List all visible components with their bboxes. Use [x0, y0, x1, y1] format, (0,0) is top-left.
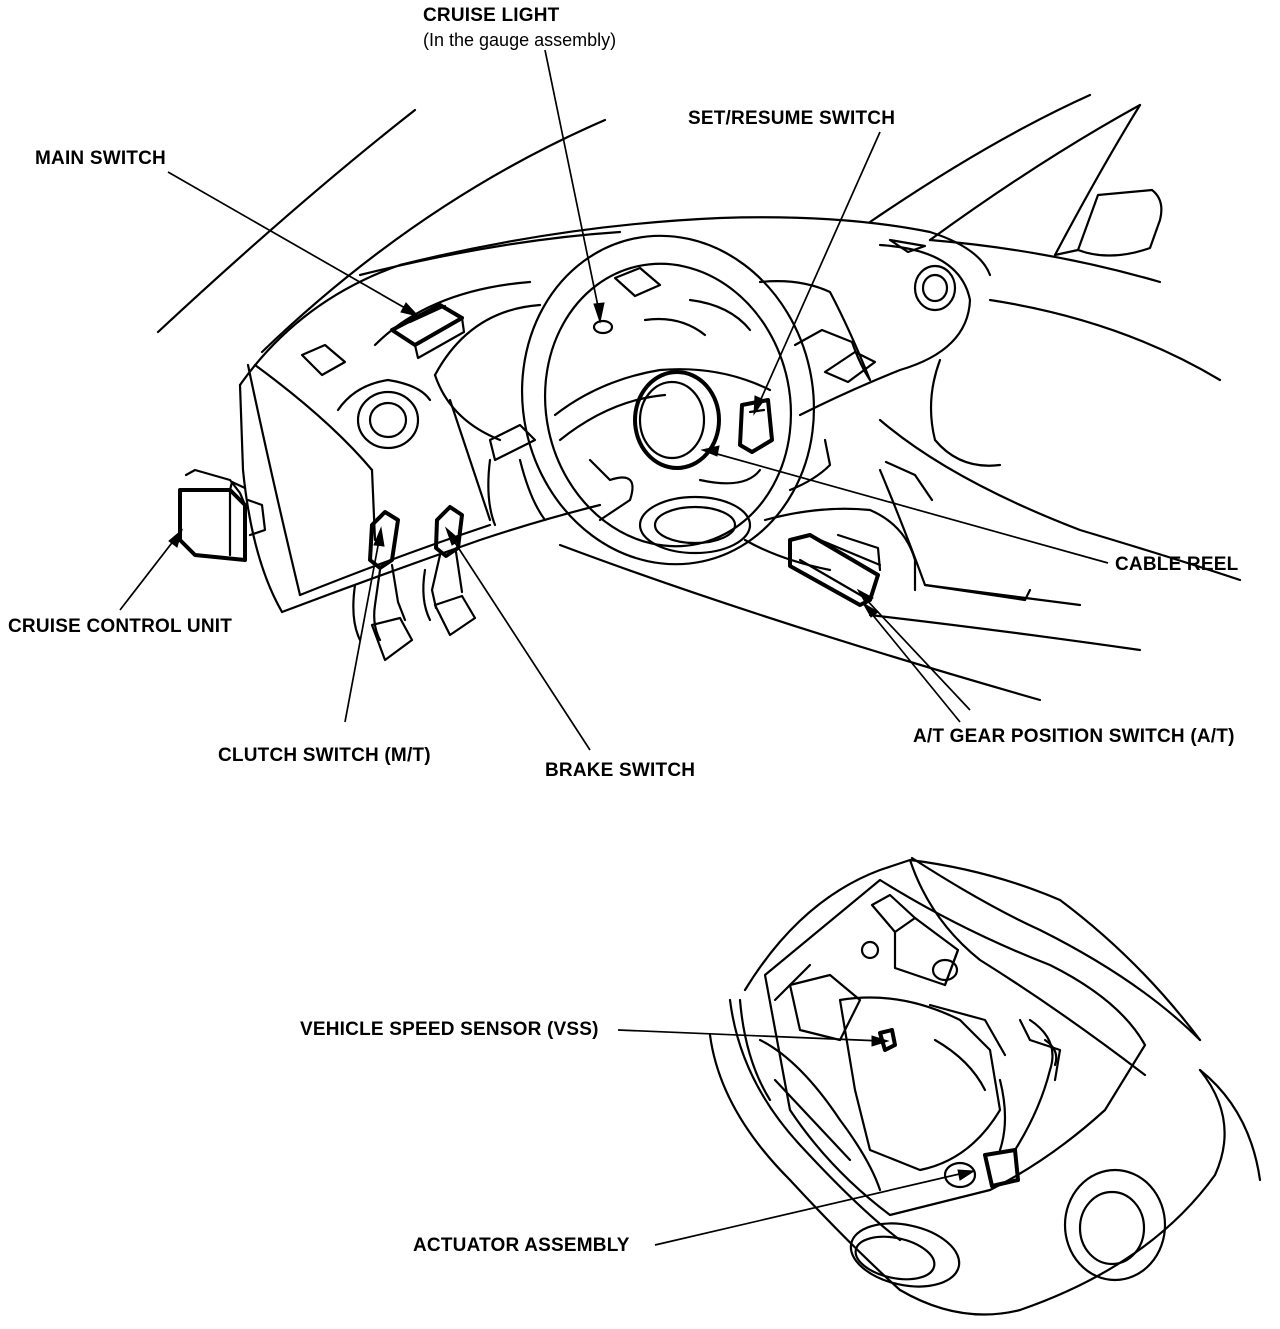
cable-reel-label: CABLE REEL	[1115, 554, 1239, 575]
leader-lines	[119, 49, 1109, 1246]
vehicle-speed-sensor-label: VEHICLE SPEED SENSOR (VSS)	[300, 1019, 599, 1040]
cruise-control-unit-label: CRUISE CONTROL UNIT	[8, 616, 233, 637]
brake-switch-label: BRAKE SWITCH	[545, 760, 696, 781]
dashboard-illustration	[156, 93, 1242, 702]
set-resume-switch-label: SET/RESUME SWITCH	[688, 108, 896, 129]
clutch-switch-label: CLUTCH SWITCH (M/T)	[218, 745, 431, 766]
engine-bay-illustration	[708, 856, 1262, 1316]
actuator-assembly-label: ACTUATOR ASSEMBLY	[413, 1235, 630, 1256]
cruise-light-label: CRUISE LIGHT	[423, 5, 560, 26]
cruise-light-note: (In the gauge assembly)	[423, 30, 617, 50]
main-switch-label: MAIN SWITCH	[35, 148, 166, 169]
at-gear-position-switch-label: A/T GEAR POSITION SWITCH (A/T)	[913, 726, 1235, 747]
